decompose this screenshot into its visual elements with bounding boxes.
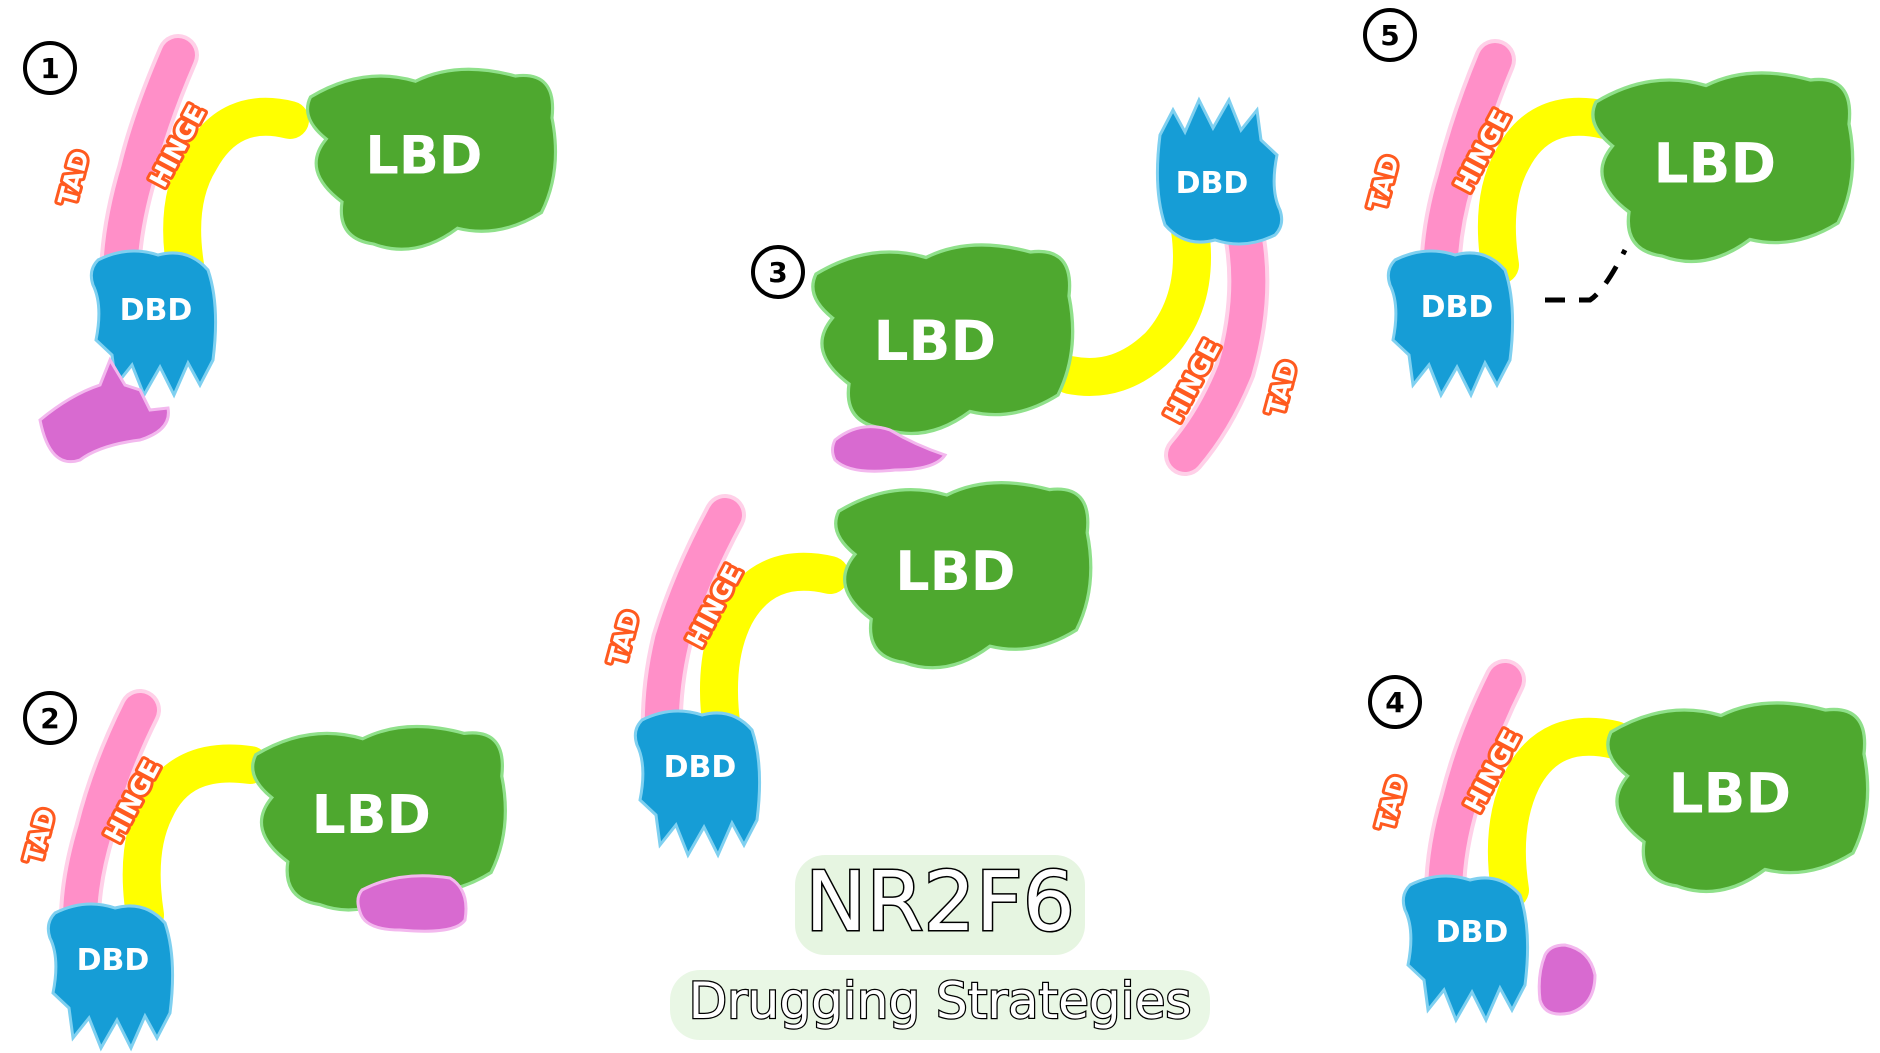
strategy-3-lower-tad-label: TAD: [603, 607, 645, 668]
strategy-4-lbd: LBD: [1606, 701, 1870, 894]
strategy-2-lbd: LBD: [251, 724, 507, 912]
strategy-1-number-text: 1: [40, 52, 59, 85]
strategy-3-drug: [831, 425, 948, 473]
strategy-4-dbd-label: DBD: [1436, 915, 1509, 950]
strategy-3-lower-dbd-label: DBD: [664, 750, 737, 785]
title-glow: [795, 855, 1085, 955]
strategy-5-tad-label: TAD: [1363, 152, 1405, 213]
strategy-1-dbd-label: DBD: [120, 293, 193, 328]
strategy-3-upper-lbd-label: LBD: [873, 309, 996, 373]
strategy-1-lbd: LBD: [305, 67, 558, 251]
strategy-3-upper-hinge: [1051, 211, 1211, 396]
strategy-3-upper-tad-label: TAD: [1261, 357, 1303, 418]
strategy-1: 1 LBD DBD TAD HINGE: [23, 34, 558, 463]
strategy-3-upper-dbd-label: DBD: [1176, 166, 1249, 201]
strategy-3-number: 3: [751, 245, 805, 299]
strategy-5: 5 LBD DBD TAD HINGE: [1360, 8, 1855, 397]
strategy-2-hinge: [122, 744, 269, 934]
subtitle-glow: [670, 970, 1210, 1040]
strategy-2-dbd-label: DBD: [77, 943, 150, 978]
strategy-3-lower-hinge: [700, 552, 849, 749]
strategy-2-lbd-label: LBD: [312, 783, 431, 846]
strategy-4-lbd-label: LBD: [1668, 761, 1791, 825]
strategy-1-lbd-label: LBD: [365, 126, 482, 187]
strategy-3-number-text: 3: [768, 256, 787, 289]
strategy-2-number: 2: [23, 691, 77, 745]
strategy-3-lower-lbd: LBD: [834, 481, 1093, 670]
strategy-1-hinge: [163, 97, 309, 284]
strategy-5-dbd-label: DBD: [1421, 290, 1494, 325]
title-block: NR2F6 Drugging Strategies: [670, 854, 1210, 1040]
strategy-3-lower-lbd-label: LBD: [895, 540, 1015, 603]
strategy-1-tad-label: TAD: [53, 147, 95, 208]
strategy-3-lower-dbd: DBD: [633, 709, 762, 857]
strategy-5-lbd-label: LBD: [1653, 131, 1776, 195]
strategy-4-dbd: DBD: [1401, 874, 1530, 1022]
strategy-4: 4 LBD DBD TAD HINGE: [1368, 659, 1870, 1022]
title-subtitle: Drugging Strategies: [689, 972, 1192, 1030]
strategy-2: 2 LBD DBD TAD HINGE: [16, 689, 507, 1050]
strategy-2-drug: [356, 874, 468, 933]
strategy-1-dbd: DBD: [89, 249, 218, 397]
title-main: NR2F6: [805, 855, 1075, 950]
strategy-3: 3 LBD DBD HINGE TAD LBD DBD TAD HINGE: [600, 98, 1306, 857]
strategy-5-number-text: 5: [1380, 19, 1399, 52]
strategy-5-dbd: DBD: [1386, 249, 1515, 397]
strategy-5-number: 5: [1363, 8, 1417, 62]
strategy-4-number-text: 4: [1385, 686, 1404, 719]
strategy-5-dashed-link: [1545, 248, 1628, 303]
strategy-1-number: 1: [23, 41, 77, 95]
strategy-4-number: 4: [1368, 675, 1422, 729]
strategy-2-dbd: DBD: [46, 902, 175, 1050]
strategy-5-lbd: LBD: [1591, 71, 1855, 264]
strategy-1-drug: [38, 356, 170, 463]
strategy-4-drug: [1537, 943, 1597, 1016]
strategy-4-tad-label: TAD: [1371, 772, 1413, 833]
strategy-3-upper-lbd: LBD: [811, 243, 1075, 436]
strategy-2-number-text: 2: [40, 702, 59, 735]
strategy-2-tad-label: TAD: [19, 805, 61, 866]
strategy-5-hinge: [1477, 97, 1624, 284]
strategy-4-hinge: [1487, 717, 1634, 909]
